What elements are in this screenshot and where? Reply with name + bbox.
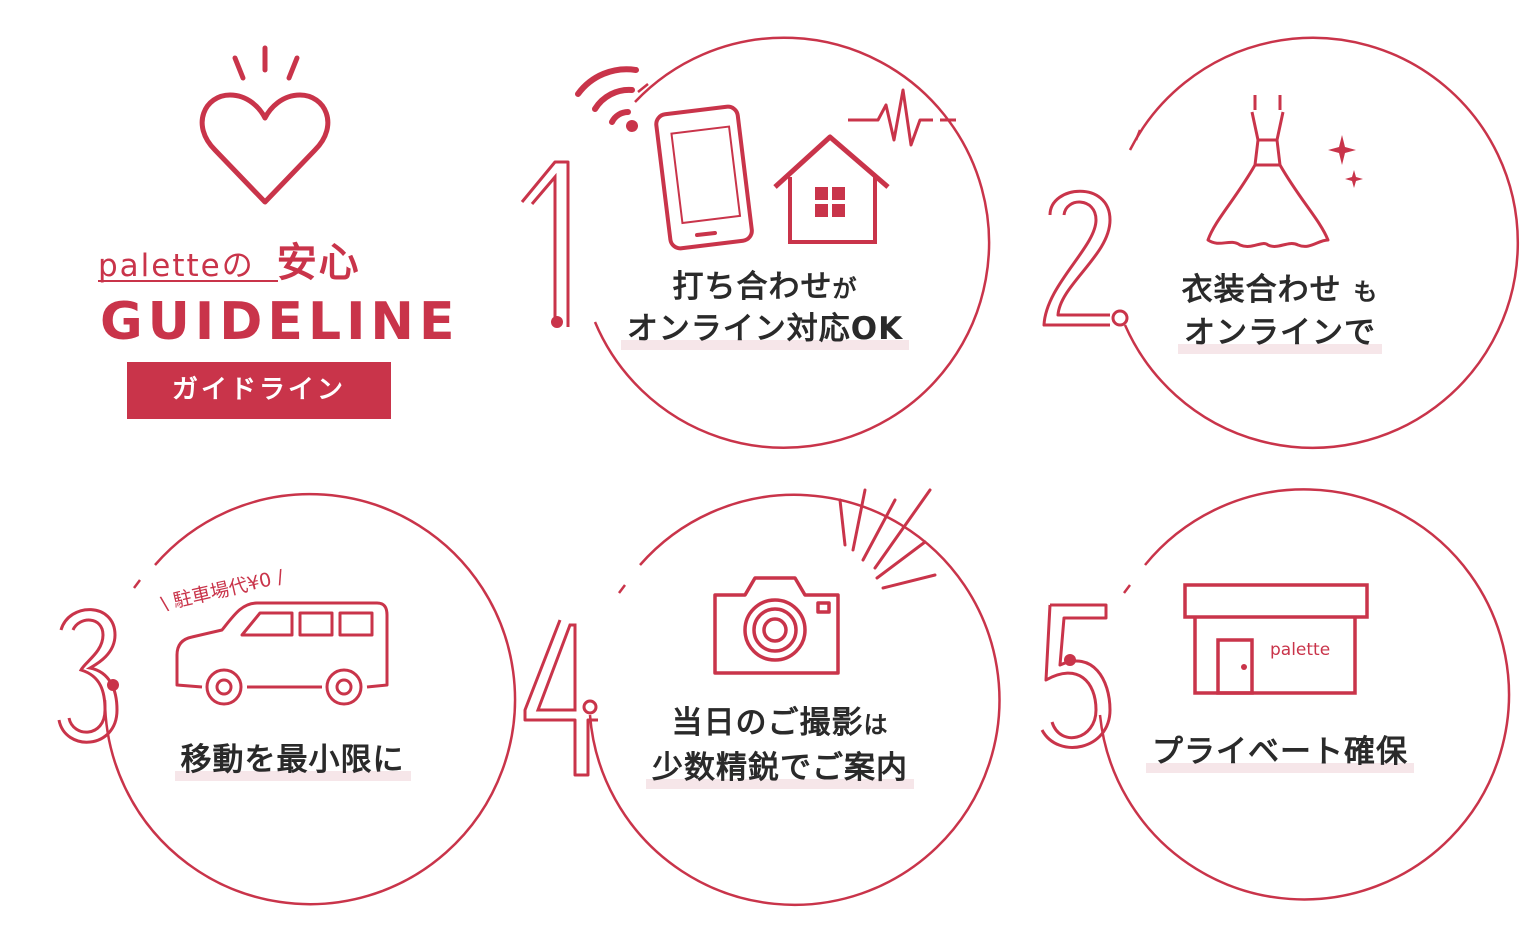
house-icon	[773, 134, 890, 244]
item-2-caption-line1: 衣装合わせ も	[1040, 275, 1520, 306]
car-icon	[175, 601, 389, 706]
pulse-icon	[848, 88, 956, 147]
item-2-circle	[1123, 36, 1520, 450]
item-4-main: 当日のご撮影	[671, 705, 864, 741]
item-3-circle	[103, 492, 517, 906]
item-2-caption-line2: オンラインで	[1040, 318, 1520, 354]
item-5-circle	[1098, 488, 1511, 901]
guideline-item-3: \ 駐車場代¥0 / 移動を最小限に	[57, 470, 530, 906]
number-3-icon	[57, 608, 119, 744]
logo-guideline: GUIDELINE	[100, 292, 460, 352]
wifi-icon	[575, 66, 639, 132]
wedding-dress-icon	[1206, 95, 1330, 248]
logo-underline	[98, 280, 278, 282]
brand-name: palette	[98, 248, 222, 284]
item-1-main: 打ち合わせ	[672, 269, 833, 305]
smartphone-icon	[654, 104, 754, 251]
item-3-main: 移動を最小限に	[174, 745, 411, 781]
brand-suffix: の	[221, 248, 255, 284]
item-4-small: は	[863, 711, 889, 739]
number-5-icon	[1040, 603, 1112, 749]
item-4-caption-line2: 少数精鋭でご案内	[545, 753, 1015, 789]
number-1-icon	[520, 160, 570, 328]
item-5-main: プライベート確保	[1146, 737, 1414, 773]
item-4-circle	[588, 493, 1001, 907]
guideline-item-4: 当日のご撮影は 少数精鋭でご案内	[523, 475, 1015, 907]
item-2-line2: オンラインで	[1178, 318, 1382, 354]
guideline-item-5: palette プライベート確保	[1040, 475, 1520, 905]
item-1-caption-line2: オンライン対応OK	[530, 314, 1000, 350]
guideline-item-2: 衣装合わせ も オンラインで	[1042, 30, 1520, 460]
sparkle-icon	[1328, 135, 1363, 188]
shop-label: palette	[1270, 640, 1331, 660]
item-4-caption-line1: 当日のご撮影は	[545, 708, 1015, 739]
logo-title-ja: 安心	[276, 240, 361, 286]
shop-building-icon	[1183, 583, 1369, 695]
logo: paletteの 安心 GUIDELINE ガイドライン	[90, 40, 454, 420]
logo-title: paletteの 安心	[98, 230, 438, 288]
number-4-icon	[523, 619, 598, 777]
item-1-small: が	[832, 275, 858, 303]
flash-lines-icon	[838, 488, 937, 590]
heart-icon	[199, 92, 331, 205]
item-5-caption: プライベート確保	[1040, 737, 1520, 773]
camera-icon	[713, 576, 840, 675]
item-2-main: 衣装合わせ	[1181, 272, 1342, 308]
shine-lines-icon	[232, 45, 300, 81]
item-3-caption: 移動を最小限に	[55, 745, 530, 781]
item-2-small: も	[1353, 278, 1379, 306]
guideline-item-1: 打ち合わせが オンライン対応OK	[520, 22, 1000, 452]
item-1-line2: オンライン対応OK	[620, 314, 910, 350]
logo-badge: ガイドライン	[127, 362, 391, 419]
number-2-icon	[1042, 189, 1129, 327]
item-4-line2: 少数精鋭でご案内	[646, 753, 914, 789]
item-1-circle	[593, 36, 991, 449]
item-1-caption-line1: 打ち合わせが	[530, 272, 1000, 303]
